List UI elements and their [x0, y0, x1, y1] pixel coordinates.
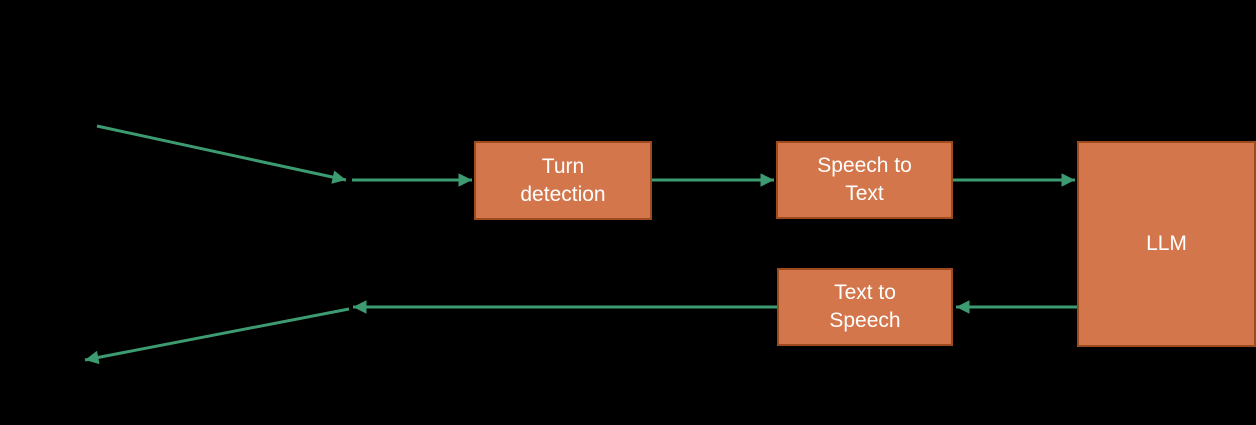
node-turn-detection-label-line2: detection: [520, 182, 606, 206]
arrow-junction-to-audio-out: [84, 307, 350, 365]
node-llm-label: LLM: [1146, 232, 1187, 255]
arrow-audio-in-to-junction: [96, 124, 347, 184]
node-speech-to-text-label-line2: Text: [845, 182, 884, 205]
node-text-to-speech: Text to Speech: [777, 268, 953, 346]
node-text-to-speech-label-line2: Speech: [829, 309, 901, 332]
node-turn-detection-label-line1: Turn: [541, 154, 585, 178]
node-turn-detection: Turn detection: [474, 141, 652, 220]
node-speech-to-text-label-line1: Speech to: [817, 154, 912, 177]
node-text-to-speech-label-line1: Text to: [834, 281, 896, 304]
node-llm: LLM: [1077, 141, 1256, 347]
node-speech-to-text: Speech to Text: [776, 141, 953, 219]
